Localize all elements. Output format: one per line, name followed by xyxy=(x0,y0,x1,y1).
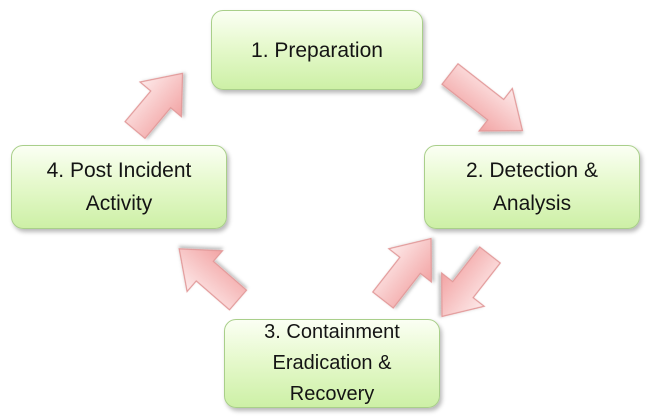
arrow-containment-to-detection xyxy=(371,237,432,309)
stage-containment-eradication-recovery-box: 3. Containment Eradication & Recovery xyxy=(224,319,440,408)
arrow-post-incident-to-preparation xyxy=(124,72,184,140)
arrow-containment-to-post-incident xyxy=(178,248,248,311)
stage-detection-analysis-box: 2. Detection & Analysis xyxy=(424,145,640,229)
stage-post-incident-activity-box: 4. Post Incident Activity xyxy=(11,145,227,229)
stage-detection-analysis-label: 2. Detection & Analysis xyxy=(466,159,598,215)
stage-preparation-box: 1. Preparation xyxy=(211,10,423,90)
arrow-preparation-to-detection xyxy=(441,62,524,132)
stage-containment-eradication-recovery-label: 3. Containment Eradication & Recovery xyxy=(264,321,400,405)
arrow-detection-to-containment xyxy=(441,246,502,318)
stage-preparation-label: 1. Preparation xyxy=(251,38,383,62)
stage-post-incident-activity-label: 4. Post Incident Activity xyxy=(46,159,192,215)
